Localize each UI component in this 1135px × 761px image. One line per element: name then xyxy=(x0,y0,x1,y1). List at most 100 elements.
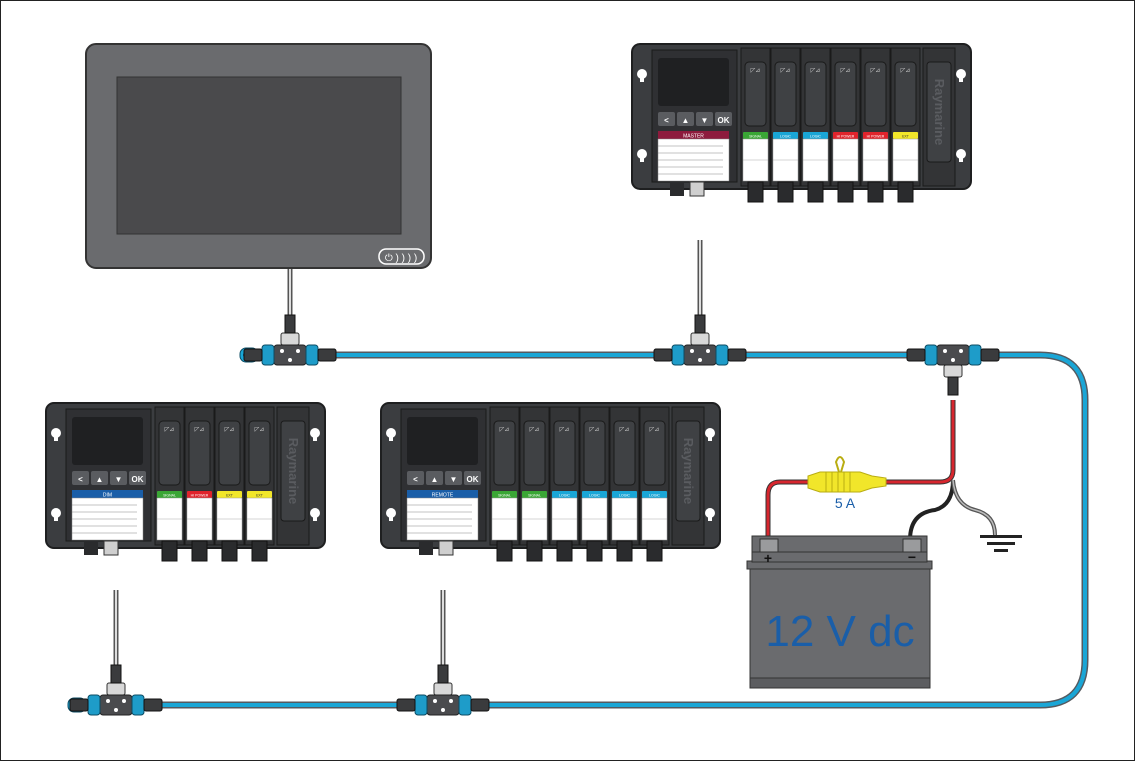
io-module: ◸⊿HI POWER xyxy=(184,406,215,562)
module-color-tag xyxy=(522,491,547,498)
unit-network-port xyxy=(689,181,705,197)
power-cable-red xyxy=(885,400,956,485)
unit-button-label: ▲ xyxy=(96,475,104,484)
unit-button-2[interactable] xyxy=(696,112,713,126)
display-screen xyxy=(116,76,402,235)
module-logo-icon: ◸⊿ xyxy=(620,427,630,433)
unit-header-label-bg xyxy=(407,490,478,498)
module-terminal-connector xyxy=(807,181,824,203)
fuse-rating-label: 5 A xyxy=(835,495,856,511)
module-label: HI POWER xyxy=(837,135,855,139)
module-terminal-connector xyxy=(221,540,238,562)
module-label: SIGNAL xyxy=(528,494,541,498)
unit-lcd-screen xyxy=(658,58,729,106)
unit-button-label: ▲ xyxy=(431,475,439,484)
unit-aux-connector xyxy=(670,182,684,196)
io-module: ◸⊿ SIGNAL xyxy=(519,406,550,562)
unit-button-0[interactable] xyxy=(72,471,89,485)
mounting-hole-icon xyxy=(705,428,715,441)
unit-header-label: DIM xyxy=(103,493,112,499)
unit-header-label: MASTER xyxy=(683,134,704,140)
unit-button-3[interactable] xyxy=(715,112,732,126)
t-piece-connector-icon[interactable] xyxy=(906,344,1000,396)
unit-network-port xyxy=(103,540,119,556)
io-module: ◸⊿SIGNAL xyxy=(154,406,185,562)
unit-button-label: ▼ xyxy=(701,116,709,125)
unit-button-label: OK xyxy=(132,475,144,484)
io-module: ◸⊿SIGNAL xyxy=(489,406,520,562)
unit-header-label-bg xyxy=(658,131,729,139)
unit-button-2[interactable] xyxy=(445,471,462,485)
t-piece-connector-icon[interactable] xyxy=(396,664,490,716)
t-piece-connector-icon[interactable] xyxy=(653,314,747,366)
unit-button-label: OK xyxy=(718,116,730,125)
unit-network-port xyxy=(438,540,454,556)
module-color-tag xyxy=(492,491,517,498)
unit-button-label: ▼ xyxy=(450,475,458,484)
io-module: ◸⊿ HI POWER xyxy=(860,47,891,203)
module-terminal-connector xyxy=(251,540,268,562)
module-terminal-connector xyxy=(837,181,854,203)
module-terminal-connector xyxy=(556,540,573,562)
power-cable-red-core xyxy=(885,400,955,484)
multifunction-display xyxy=(85,43,432,269)
module-label: EXT xyxy=(256,494,264,498)
module-label: LOGIC xyxy=(649,494,660,498)
unit-header-label-bg xyxy=(72,490,143,498)
module-logo-icon: ◸⊿ xyxy=(255,427,265,433)
negative-lead xyxy=(908,479,955,541)
module-label: LOGIC xyxy=(619,494,630,498)
io-module: ◸⊿HI POWER xyxy=(830,47,861,203)
brand-logo: Raymarine xyxy=(681,438,696,504)
unit-button-2[interactable] xyxy=(110,471,127,485)
module-label: LOGIC xyxy=(780,135,791,139)
module-color-tag xyxy=(612,491,637,498)
unit-button-label: < xyxy=(413,475,418,484)
module-label: LOGIC xyxy=(810,135,821,139)
module-terminal-connector xyxy=(586,540,603,562)
module-color-tag xyxy=(187,491,212,498)
module-color-tag xyxy=(247,491,272,498)
module-terminal-connector xyxy=(747,181,764,203)
io-module: ◸⊿ LOGIC xyxy=(770,47,801,203)
module-color-tag xyxy=(217,491,242,498)
ground-symbol-icon xyxy=(980,535,1022,552)
io-module: ◸⊿LOGIC xyxy=(800,47,831,203)
unit-button-1[interactable] xyxy=(426,471,443,485)
unit-header-label: REMOTE xyxy=(432,493,454,499)
mounting-hole-icon xyxy=(386,428,396,441)
module-label: HI POWER xyxy=(867,135,885,139)
unit-button-3[interactable] xyxy=(129,471,146,485)
backbone-cable-upper-core xyxy=(90,353,1087,707)
display-button-strip[interactable] xyxy=(378,248,425,265)
ground-lead xyxy=(951,479,997,536)
module-logo-icon: ◸⊿ xyxy=(530,427,540,433)
module-logo-icon: ◸⊿ xyxy=(781,68,791,74)
module-logo-icon: ◸⊿ xyxy=(165,427,175,433)
module-logo-icon: ◸⊿ xyxy=(871,68,881,74)
module-color-tag xyxy=(803,132,828,139)
unit-button-0[interactable] xyxy=(658,112,675,126)
mounting-hole-icon xyxy=(51,428,61,441)
backbone-cable xyxy=(90,351,1089,709)
unit-lcd-screen xyxy=(72,417,143,465)
unit-button-0[interactable] xyxy=(407,471,424,485)
module-color-tag xyxy=(642,491,667,498)
mounting-hole-icon xyxy=(386,508,396,521)
positive-lead xyxy=(765,479,810,540)
positive-lead-core xyxy=(766,480,810,540)
module-logo-icon: ◸⊿ xyxy=(590,427,600,433)
t-piece-connector-icon[interactable] xyxy=(69,664,163,716)
module-terminal-connector xyxy=(191,540,208,562)
unit-button-1[interactable] xyxy=(91,471,108,485)
battery-positive-symbol: + xyxy=(764,550,772,566)
module-label: LOGIC xyxy=(559,494,570,498)
unit-button-1[interactable] xyxy=(677,112,694,126)
module-color-tag xyxy=(833,132,858,139)
mounting-hole-icon xyxy=(310,508,320,521)
mounting-hole-icon xyxy=(956,69,966,82)
t-piece-connector-icon[interactable] xyxy=(243,314,337,366)
io-module: ◸⊿LOGIC xyxy=(639,406,670,562)
battery-voltage-label: 12 V dc xyxy=(765,607,914,656)
unit-button-3[interactable] xyxy=(464,471,481,485)
